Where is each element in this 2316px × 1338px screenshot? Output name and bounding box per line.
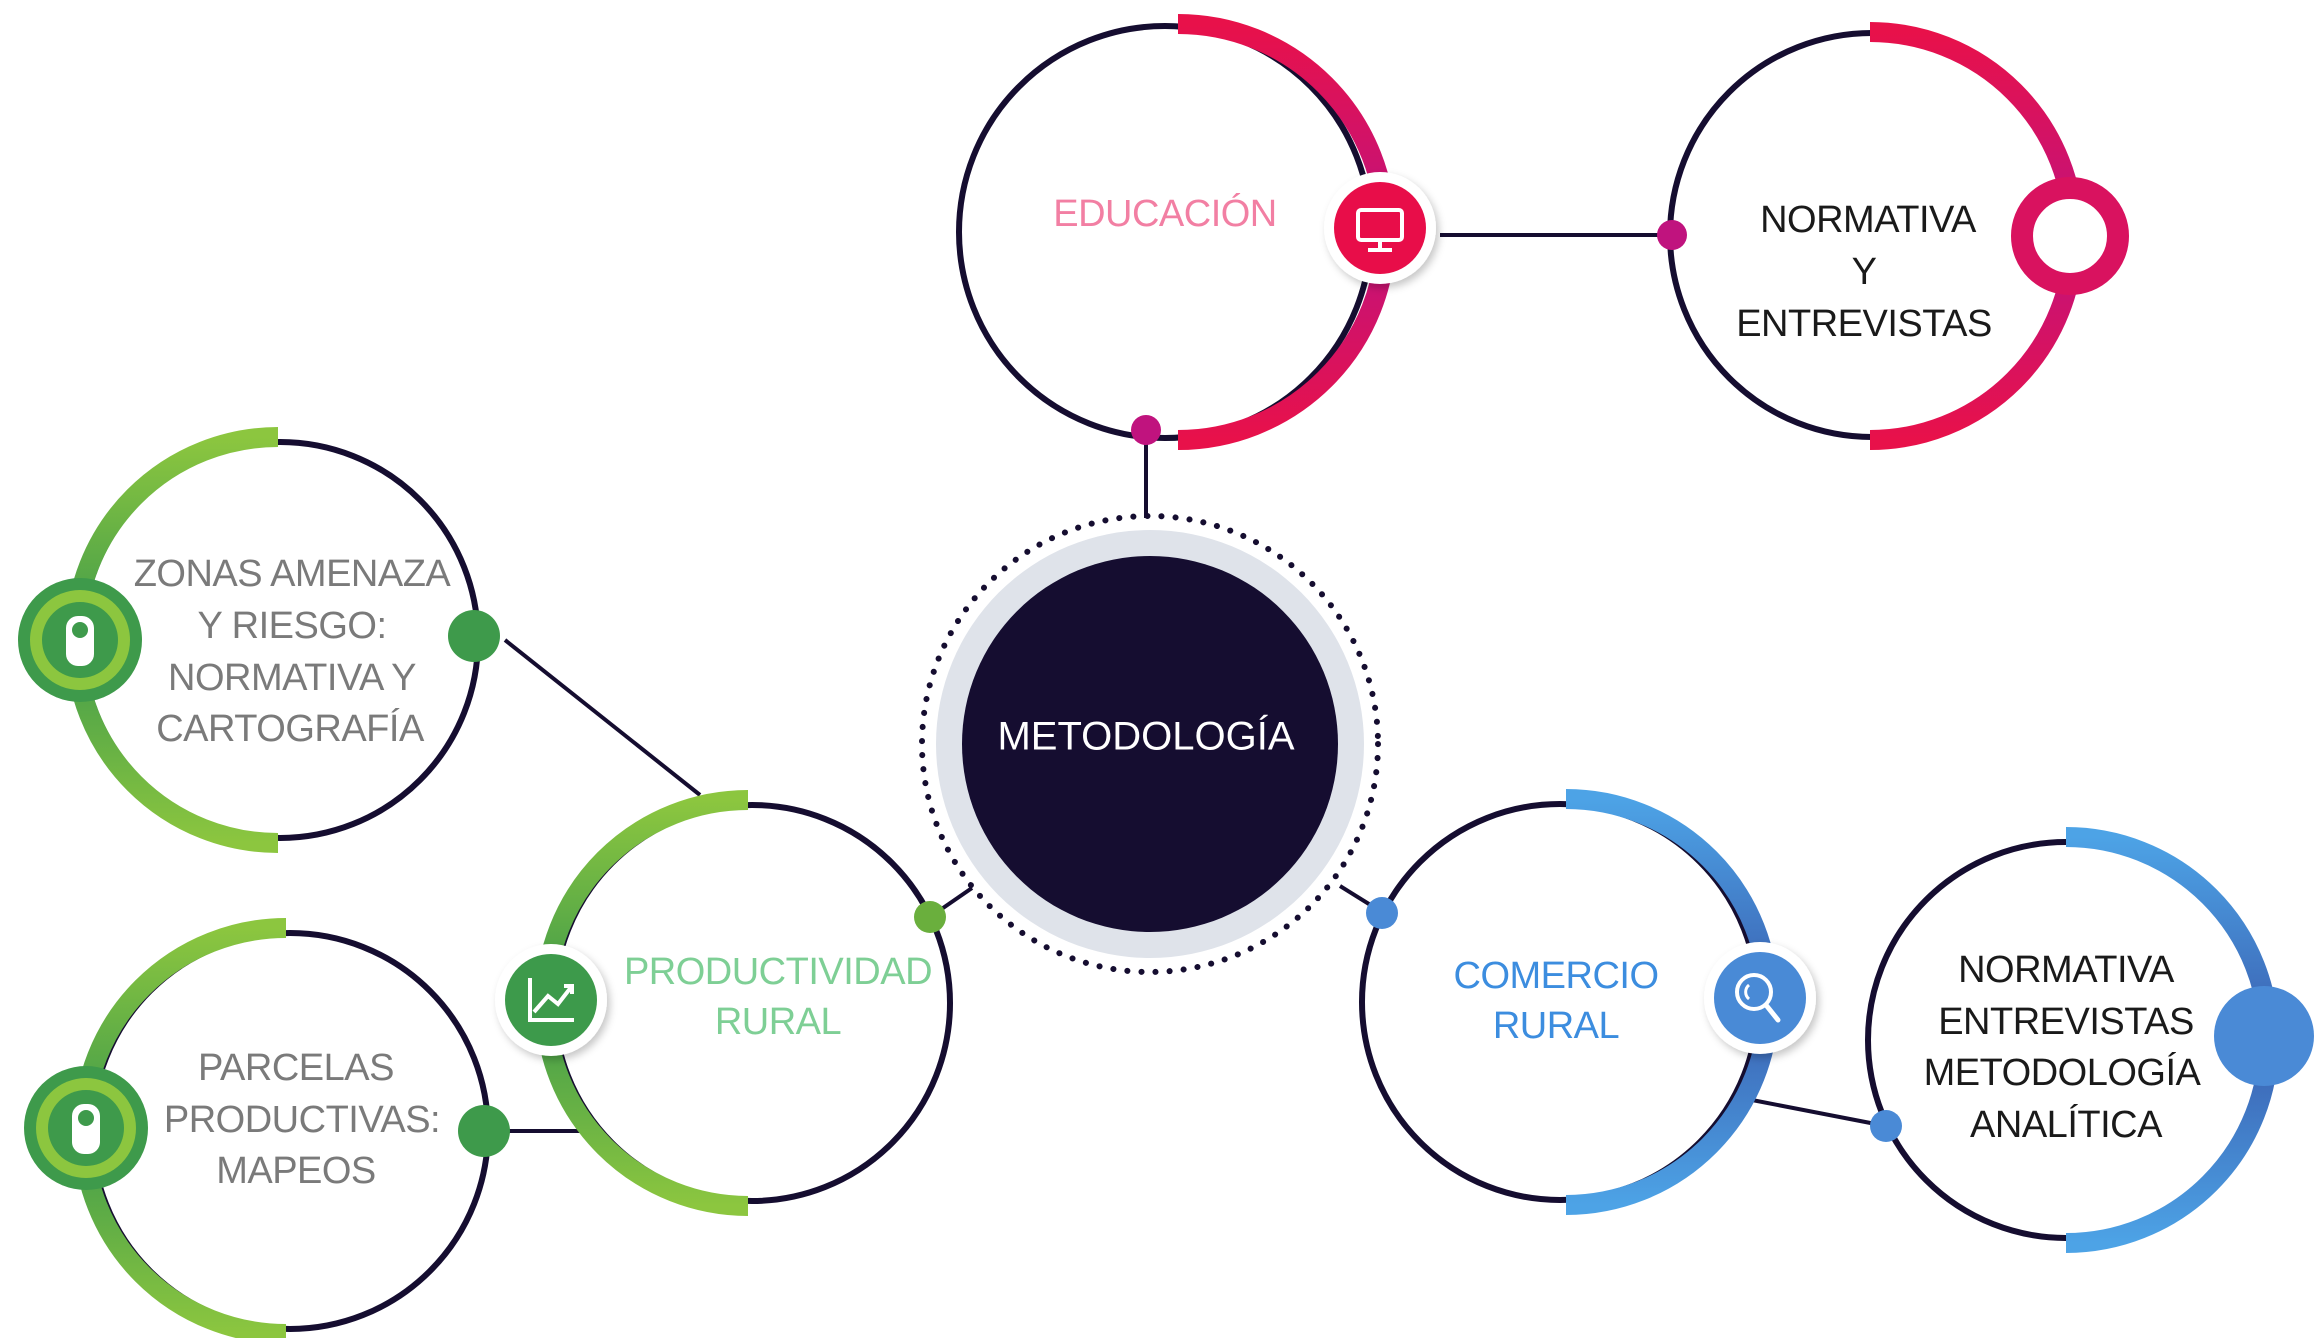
node-zonas-connector-dot [448, 610, 500, 662]
monitor-icon [1324, 172, 1436, 284]
node-parcelas-line-1: PARCELAS [198, 1047, 394, 1089]
node-normativa-analitica-line-2: ENTREVISTAS [1938, 1001, 2194, 1043]
node-productividad-line-2: RURAL [715, 1001, 841, 1043]
node-normativa-analitica-line-1: NORMATIVA [1958, 949, 2175, 991]
node-productividad-connector-dot [914, 901, 946, 933]
person-icon [24, 1066, 148, 1190]
node-comercio-ring [1359, 801, 1761, 1203]
node-productividad: PRODUCTIVIDAD RURAL [495, 790, 953, 1216]
center-label: METODOLOGÍA [997, 714, 1294, 759]
node-zonas-line-4: CARTOGRAFÍA [156, 707, 425, 750]
node-parcelas-connector-dot [458, 1105, 510, 1157]
node-educacion-label: EDUCACIÓN [1053, 192, 1277, 235]
node-comercio: COMERCIO RURAL [1359, 789, 1816, 1215]
node-comercio-line-1: COMERCIO [1454, 955, 1659, 997]
connector-comercio-analitica [1751, 1098, 1887, 1128]
node-zonas-line-1: ZONAS AMENAZA [134, 553, 452, 595]
center-node: METODOLOGÍA [919, 513, 1381, 975]
node-productividad-line-1: PRODUCTIVIDAD [624, 951, 932, 993]
node-normativa-entrevistas-line-3: ENTREVISTAS [1736, 303, 1992, 345]
node-normativa-analitica: NORMATIVA ENTREVISTAS METODOLOGÍA ANALÍT… [1865, 827, 2314, 1253]
node-zonas: ZONAS AMENAZA Y RIESGO: NORMATIVA Y CART… [18, 427, 500, 853]
node-normativa-analitica-connector-dot [1870, 1110, 1902, 1142]
node-normativa-entrevistas: NORMATIVA Y ENTREVISTAS [1657, 22, 2129, 450]
chart-trend-icon [495, 944, 607, 1056]
node-parcelas-line-2: PRODUCTIVAS: [164, 1099, 440, 1141]
search-icon [1704, 942, 1816, 1054]
node-parcelas: PARCELAS PRODUCTIVAS: MAPEOS [24, 918, 510, 1338]
center-dotted-ring [919, 513, 1381, 975]
person-icon [18, 578, 142, 702]
node-educacion: EDUCACIÓN [956, 14, 1436, 450]
node-normativa-entrevistas-connector-dot [1657, 220, 1687, 250]
connector-productividad-zonas [503, 638, 702, 797]
node-zonas-line-2: Y RIESGO: [197, 605, 386, 647]
node-normativa-analitica-line-3: METODOLOGÍA [1924, 1051, 2202, 1094]
node-normativa-entrevistas-line-1: NORMATIVA [1760, 199, 1977, 241]
node-normativa-analitica-line-4: ANALÍTICA [1970, 1103, 2163, 1146]
node-parcelas-line-3: MAPEOS [216, 1150, 376, 1192]
center-disc [962, 556, 1338, 932]
node-comercio-connector-dot [1366, 897, 1398, 929]
node-normativa-entrevistas-ring-knob [2011, 177, 2129, 295]
node-normativa-entrevistas-line-2: Y [1852, 251, 1877, 293]
node-educacion-connector-dot [1131, 415, 1161, 445]
node-normativa-analitica-knob [2214, 986, 2314, 1086]
node-comercio-line-2: RURAL [1493, 1005, 1619, 1047]
node-zonas-line-3: NORMATIVA Y [168, 657, 416, 699]
